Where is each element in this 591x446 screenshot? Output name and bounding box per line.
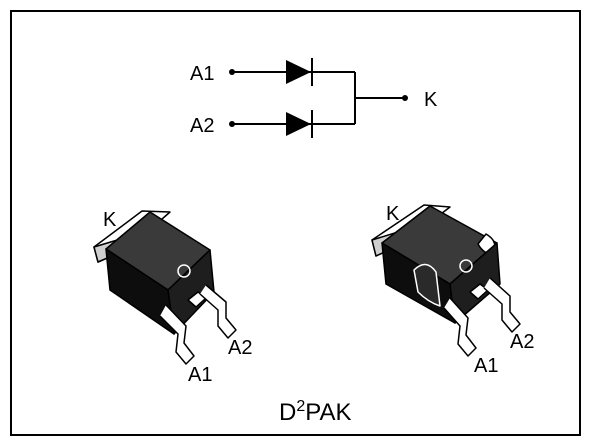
package-right-label-a1: A1 [474, 355, 498, 377]
package-right-label-a2: A2 [510, 331, 534, 353]
package-name-superscript: 2 [296, 398, 305, 415]
package-name-suffix: PAK [305, 399, 351, 426]
diode-2-triangle [286, 112, 311, 136]
package-right: K A2 A1 [371, 203, 534, 377]
package-name: D2PAK [279, 398, 352, 426]
package-left-label-k: K [103, 209, 117, 231]
package-left-label-a2: A2 [228, 337, 252, 359]
label-k: K [424, 89, 438, 111]
diode-1-triangle [286, 60, 311, 84]
package-right-lead-a2 [483, 277, 521, 333]
package-left-label-a1: A1 [188, 364, 212, 386]
figure-border [10, 10, 581, 436]
dual-diode-schematic: A1 A2 K [190, 58, 438, 138]
package-right-lead-a1 [443, 297, 477, 357]
package-right-mark-dot [459, 259, 473, 273]
label-a1: A1 [190, 63, 214, 85]
label-a2: A2 [190, 115, 214, 137]
package-right-chamfer [413, 263, 441, 307]
pin-k-dot [402, 95, 408, 101]
package-left-leads [159, 284, 237, 365]
package-left-lead-a2 [199, 284, 237, 339]
package-name-prefix: D [279, 399, 296, 426]
package-left: K A2 A1 [93, 209, 252, 386]
package-right-leads [443, 277, 521, 357]
package-right-label-k: K [386, 203, 400, 225]
package-left-mark-dot [177, 264, 191, 278]
package-left-lead-a1 [159, 304, 195, 365]
